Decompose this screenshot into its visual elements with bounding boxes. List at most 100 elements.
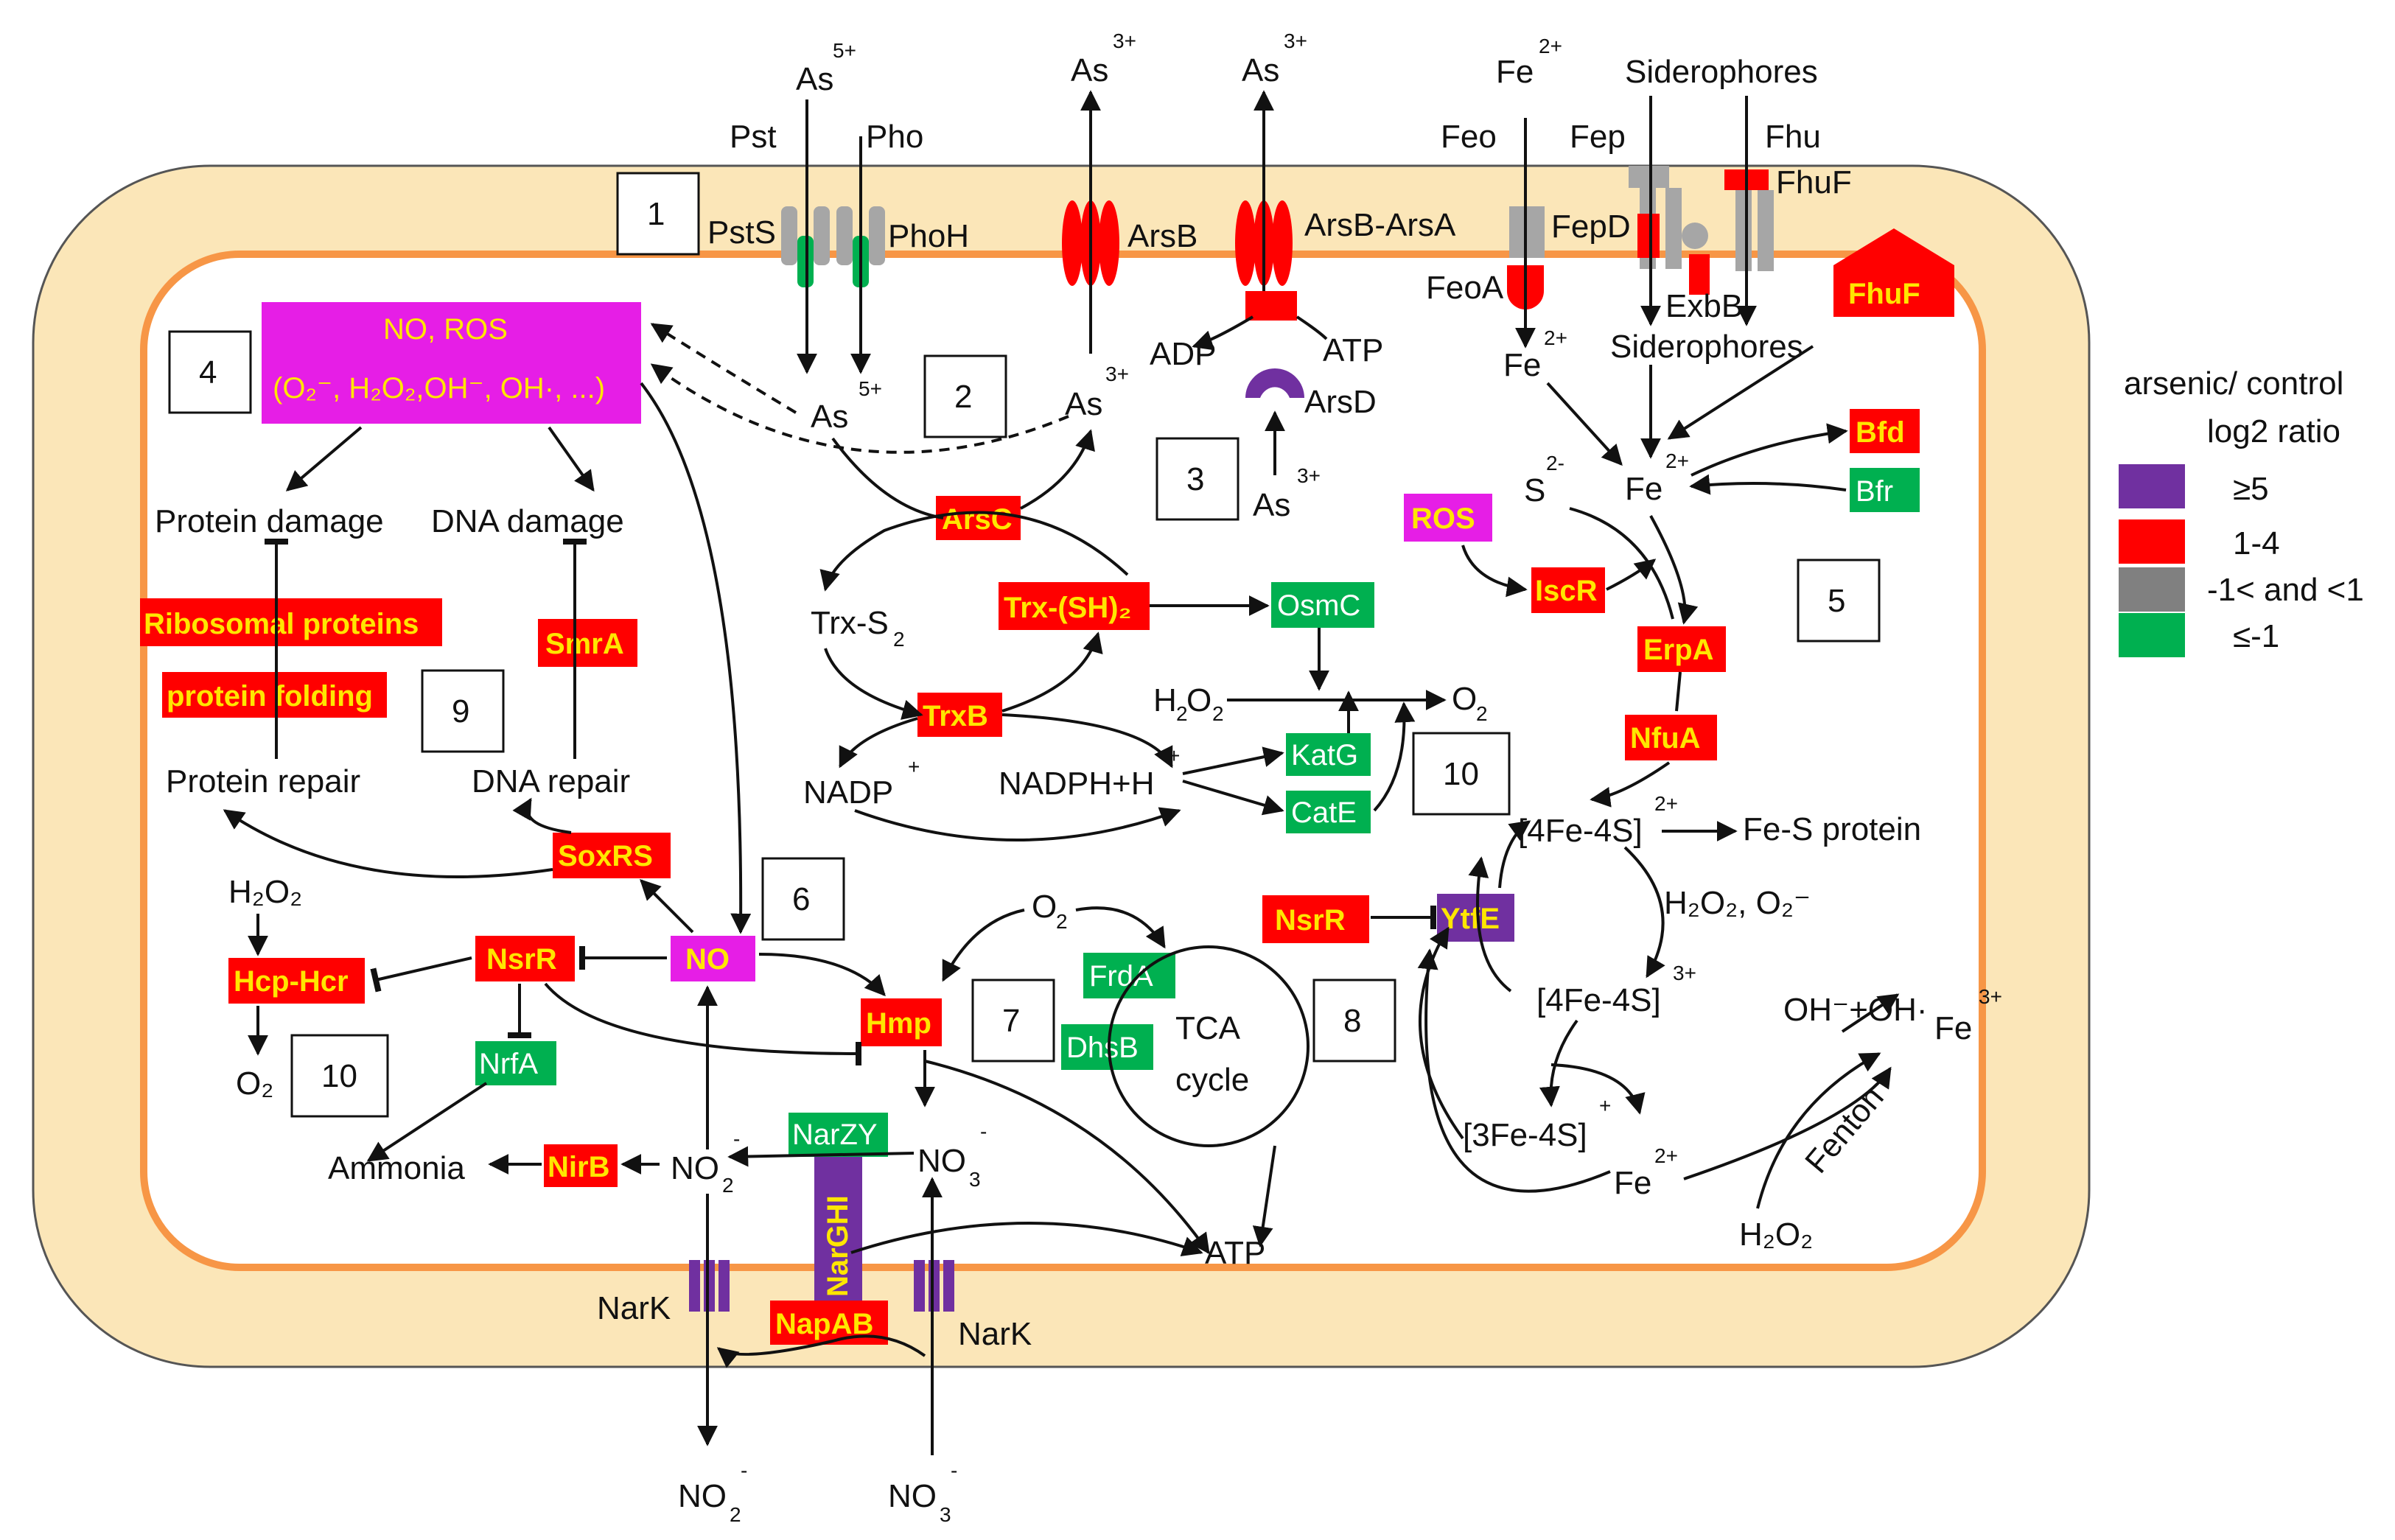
svg-text:ROS: ROS xyxy=(1411,503,1475,535)
svg-text:Fe: Fe xyxy=(1496,54,1534,90)
svg-text:Siderophores: Siderophores xyxy=(1610,329,1803,365)
svg-text:Bfr: Bfr xyxy=(1856,475,1893,508)
svg-text:NrfA: NrfA xyxy=(479,1048,538,1080)
svg-text:O: O xyxy=(1186,682,1212,718)
nsrr-box-left xyxy=(475,936,575,981)
no-box xyxy=(671,936,755,981)
svg-text:8: 8 xyxy=(1343,1003,1361,1039)
svg-text:TrxB: TrxB xyxy=(923,700,988,732)
svg-text:ErpA: ErpA xyxy=(1643,634,1714,666)
svg-text:FrdA: FrdA xyxy=(1089,960,1153,993)
svg-text:Protein damage: Protein damage xyxy=(155,503,384,539)
svg-text:S: S xyxy=(1524,472,1545,508)
svg-text:SoxRS: SoxRS xyxy=(558,840,653,872)
svg-text:Ammonia: Ammonia xyxy=(328,1150,465,1186)
arrows xyxy=(223,90,1900,1455)
svg-text:Fe: Fe xyxy=(1625,471,1662,507)
svg-text:Fe-S protein: Fe-S protein xyxy=(1743,811,1921,847)
bfd-box xyxy=(1850,409,1920,453)
legend: arsenic/ control log2 ratio ≥5 1-4 -1< a… xyxy=(2119,365,2364,657)
svg-text:Hmp: Hmp xyxy=(866,1007,931,1040)
svg-text:NsrR: NsrR xyxy=(1275,904,1346,937)
svg-text:PstS: PstS xyxy=(707,214,776,251)
svg-text:NO: NO xyxy=(917,1143,966,1179)
svg-text:2: 2 xyxy=(722,1174,734,1197)
svg-text:3: 3 xyxy=(969,1168,981,1191)
svg-text:3+: 3+ xyxy=(1673,962,1696,984)
svg-text:Trx-(SH)₂: Trx-(SH)₂ xyxy=(1004,592,1131,624)
svg-text:10: 10 xyxy=(321,1058,357,1094)
svg-text:cycle: cycle xyxy=(1175,1062,1249,1098)
svg-text:[4Fe-4S]: [4Fe-4S] xyxy=(1518,813,1643,849)
svg-text:Fep: Fep xyxy=(1570,119,1626,155)
svg-text:ArsC: ArsC xyxy=(942,503,1013,536)
svg-text:FhuF: FhuF xyxy=(1848,278,1920,310)
svg-text:2: 2 xyxy=(954,379,972,415)
legend-swatch-purple xyxy=(2119,464,2185,508)
svg-text:Fe: Fe xyxy=(1934,1010,1972,1046)
svg-text:5+: 5+ xyxy=(833,39,856,62)
svg-text:2+: 2+ xyxy=(1665,449,1689,472)
svg-text:As: As xyxy=(1242,52,1279,88)
svg-text:NADP: NADP xyxy=(803,774,893,811)
colored-boxes: NO, ROS (O₂⁻, H₂O₂,OH⁻, OH·, ...) ArsC T… xyxy=(140,228,1954,1345)
svg-text:3: 3 xyxy=(940,1503,951,1526)
soxrs-box xyxy=(553,833,671,878)
svg-text:7: 7 xyxy=(1002,1003,1020,1039)
legend-title: arsenic/ control xyxy=(2124,365,2343,402)
nrfa-box xyxy=(475,1041,556,1085)
svg-text:H₂O₂, O₂⁻: H₂O₂, O₂⁻ xyxy=(1664,885,1811,921)
numbered-boxes xyxy=(168,172,1881,1118)
fhuf-house-box xyxy=(1833,228,1954,317)
svg-text:NapAB: NapAB xyxy=(775,1308,873,1340)
svg-text:6: 6 xyxy=(792,881,810,917)
svg-text:-: - xyxy=(951,1459,957,1482)
bfr-box xyxy=(1850,468,1920,512)
svg-text:10: 10 xyxy=(1443,756,1479,792)
svg-text:DNA damage: DNA damage xyxy=(431,503,624,539)
svg-text:2: 2 xyxy=(1176,702,1188,725)
svg-text:9: 9 xyxy=(452,693,469,729)
svg-text:Trx-S: Trx-S xyxy=(811,605,889,641)
nsrr-box-right xyxy=(1262,895,1369,943)
svg-text:2: 2 xyxy=(893,628,905,651)
svg-text:2: 2 xyxy=(1476,702,1488,725)
smra-box xyxy=(538,619,637,667)
svg-text:ATP: ATP xyxy=(1205,1235,1265,1271)
svg-text:3+: 3+ xyxy=(1979,985,2002,1008)
nfua-box xyxy=(1625,715,1717,760)
svg-text:-: - xyxy=(980,1120,987,1143)
svg-text:NO: NO xyxy=(888,1478,937,1514)
svg-text:3+: 3+ xyxy=(1297,464,1321,487)
svg-text:+: + xyxy=(1599,1094,1611,1117)
svg-text:ArsB: ArsB xyxy=(1127,218,1198,254)
svg-text:FeoA: FeoA xyxy=(1426,270,1504,306)
svg-text:Bfd: Bfd xyxy=(1856,416,1905,449)
svg-text:Fe: Fe xyxy=(1614,1165,1651,1201)
svg-text:OsmC: OsmC xyxy=(1277,589,1360,622)
svg-text:5: 5 xyxy=(1828,583,1845,619)
svg-text:NarZY: NarZY xyxy=(792,1119,878,1151)
svg-text:O: O xyxy=(1032,889,1057,925)
svg-text:-: - xyxy=(741,1459,747,1482)
svg-text:O₂: O₂ xyxy=(236,1065,273,1102)
svg-text:Fe: Fe xyxy=(1503,347,1541,383)
legend-swatch-gray xyxy=(2119,567,2185,612)
trxb-box xyxy=(917,693,1002,737)
legend-subtitle: log2 ratio xyxy=(2207,413,2340,449)
svg-text:ArsD: ArsD xyxy=(1304,384,1377,420)
svg-text:5+: 5+ xyxy=(859,377,882,400)
svg-text:2: 2 xyxy=(730,1503,741,1526)
legend-swatch-red xyxy=(2119,519,2185,564)
svg-text:2+: 2+ xyxy=(1654,1144,1678,1167)
svg-text:2+: 2+ xyxy=(1544,326,1567,349)
hmp-box xyxy=(861,998,942,1046)
arsc-box xyxy=(936,496,1021,540)
svg-text:NfuA: NfuA xyxy=(1630,722,1701,755)
svg-text:3+: 3+ xyxy=(1284,29,1307,52)
svg-text:2: 2 xyxy=(1056,910,1068,933)
svg-text:NarK: NarK xyxy=(958,1316,1032,1352)
trxsh-box xyxy=(999,582,1150,630)
svg-text:FepD: FepD xyxy=(1551,209,1631,245)
legend-label: -1< and <1 xyxy=(2207,572,2364,608)
